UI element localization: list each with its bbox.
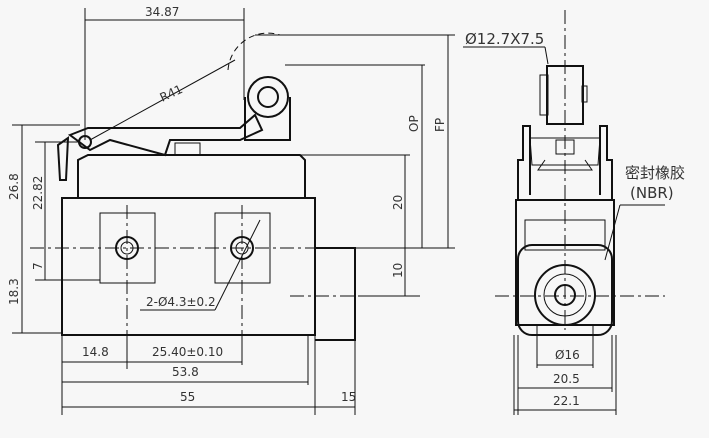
side-view-body <box>515 65 615 336</box>
dim-53-8: 53.8 <box>172 365 199 379</box>
dim-lever-offset: 34.87 <box>145 5 179 19</box>
seal-material: (NBR) <box>630 184 674 202</box>
dim-18-3: 18.3 <box>7 278 21 305</box>
front-view-body <box>56 32 356 341</box>
dim-op: OP <box>407 115 421 132</box>
dim-15: 15 <box>341 390 356 404</box>
dim-fp: FP <box>433 118 447 132</box>
dim-22-1: 22.1 <box>553 394 580 408</box>
dim-20-5: 20.5 <box>553 372 580 386</box>
dim-55: 55 <box>180 390 195 404</box>
dim-7: 7 <box>31 262 45 270</box>
dim-16: Ø16 <box>555 348 580 362</box>
dim-26-8: 26.8 <box>7 173 21 200</box>
dim-20: 20 <box>391 195 405 210</box>
side-dimension-lines <box>463 46 665 415</box>
dim-10: 10 <box>391 263 405 278</box>
dim-14-8: 14.8 <box>82 345 109 359</box>
seal-label: 密封橡胶 <box>625 164 685 182</box>
dim-hole-pitch: 25.40±0.10 <box>152 345 223 359</box>
dim-22-82: 22.82 <box>31 176 45 210</box>
dim-radius: R41 <box>158 82 185 105</box>
dim-holes: 2-Ø4.3±0.2 <box>146 295 216 309</box>
dim-roller: Ø12.7X7.5 <box>465 30 544 48</box>
center-lines <box>30 10 665 370</box>
dimension-lines <box>12 8 455 415</box>
